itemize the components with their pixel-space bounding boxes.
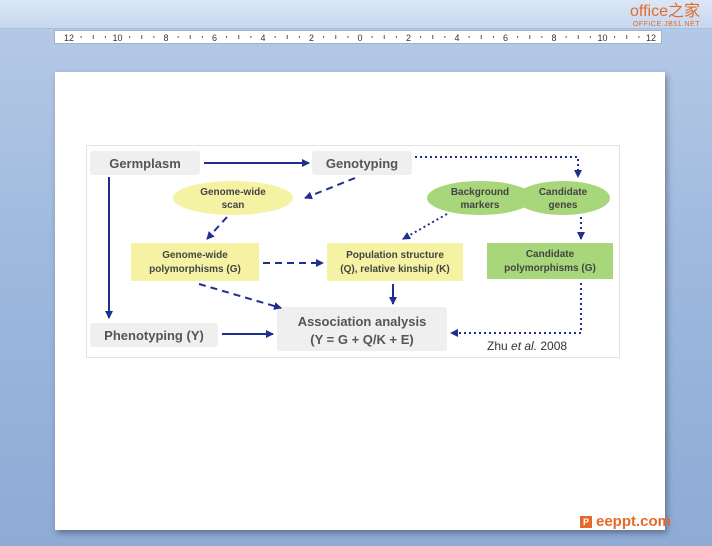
genome-wide-polymorphisms-line1: Genome-wide — [162, 250, 228, 261]
ruler-label: 2 — [406, 33, 411, 43]
background-markers-ellipse[interactable] — [427, 181, 533, 215]
arrow-candidate-association — [450, 283, 582, 337]
ruler-label: 6 — [212, 33, 217, 43]
ruler-label: 12 — [64, 33, 74, 43]
genome-wide-scan-line1: Genome-wide — [200, 187, 266, 198]
phenotyping-label: Phenotyping (Y) — [104, 328, 204, 343]
site-name: eeppt.com — [596, 513, 672, 530]
germplasm-label: Germplasm — [109, 156, 181, 171]
association-analysis-line1: Association analysis — [298, 314, 427, 329]
arrow-polymorphisms-association — [198, 283, 282, 310]
phenotyping-box[interactable] — [90, 323, 218, 347]
association-diagram[interactable]: Germplasm Genotyping Genome-wide scan Ba… — [86, 145, 620, 358]
brand-name: office之家 — [630, 3, 700, 20]
brand-url: OFFICE.JB51.NET — [632, 21, 700, 28]
logo-icon: P — [580, 516, 592, 528]
ruler-label: 12 — [646, 33, 656, 43]
ruler-label: 2 — [309, 33, 314, 43]
genotyping-box[interactable] — [312, 151, 412, 175]
ruler-label: 8 — [163, 33, 168, 43]
genome-wide-polymorphisms-line2: polymorphisms (G) — [149, 264, 241, 275]
background-markers-line1: Background — [451, 187, 509, 198]
arrow-genotyping-scan — [304, 177, 356, 200]
arrow-markers-population — [402, 213, 448, 240]
germplasm-box[interactable] — [90, 151, 200, 175]
horizontal-ruler[interactable]: 12 10 8 6 4 2 0 2 4 6 8 10 12 — [54, 30, 662, 44]
genome-wide-polymorphisms-box[interactable] — [131, 243, 259, 281]
candidate-polymorphisms-box[interactable] — [487, 243, 613, 279]
candidate-genes-ellipse[interactable] — [516, 181, 610, 215]
ruler-label: 10 — [597, 33, 607, 43]
candidate-polymorphisms-line1: Candidate — [526, 249, 575, 260]
genotyping-label: Genotyping — [326, 156, 398, 171]
ruler-scale: 12 10 8 6 4 2 0 2 4 6 8 10 12 — [64, 33, 656, 43]
ruler-label: 0 — [357, 33, 362, 43]
ruler-label: 4 — [260, 33, 265, 43]
genome-wide-scan-line2: scan — [222, 200, 245, 211]
background-markers-line2: markers — [461, 200, 500, 211]
ruler-label: 10 — [112, 33, 122, 43]
population-structure-line1: Population structure — [346, 250, 444, 261]
ruler-label: 4 — [454, 33, 459, 43]
candidate-genes-line1: Candidate — [539, 187, 588, 198]
association-analysis-line2: (Y = G + Q/K + E) — [310, 332, 413, 347]
arrow-scan-polymorphisms — [206, 216, 228, 240]
candidate-genes-line2: genes — [549, 200, 578, 211]
brand-watermark: office之家 OFFICE.JB51.NET — [630, 3, 700, 29]
population-structure-line2: (Q), relative kinship (K) — [340, 264, 449, 275]
arrow-genotyping-candidate-genes — [415, 156, 582, 178]
title-bar — [0, 0, 712, 29]
citation: Zhu et al. 2008 — [487, 339, 567, 353]
population-structure-box[interactable] — [327, 243, 463, 281]
ruler-label: 6 — [503, 33, 508, 43]
candidate-polymorphisms-line2: polymorphisms (G) — [504, 263, 596, 274]
genome-wide-scan-ellipse[interactable] — [173, 181, 293, 215]
diagram-svg: Germplasm Genotyping Genome-wide scan Ba… — [90, 151, 613, 353]
association-analysis-box[interactable] — [277, 307, 447, 351]
ruler-label: 8 — [551, 33, 556, 43]
